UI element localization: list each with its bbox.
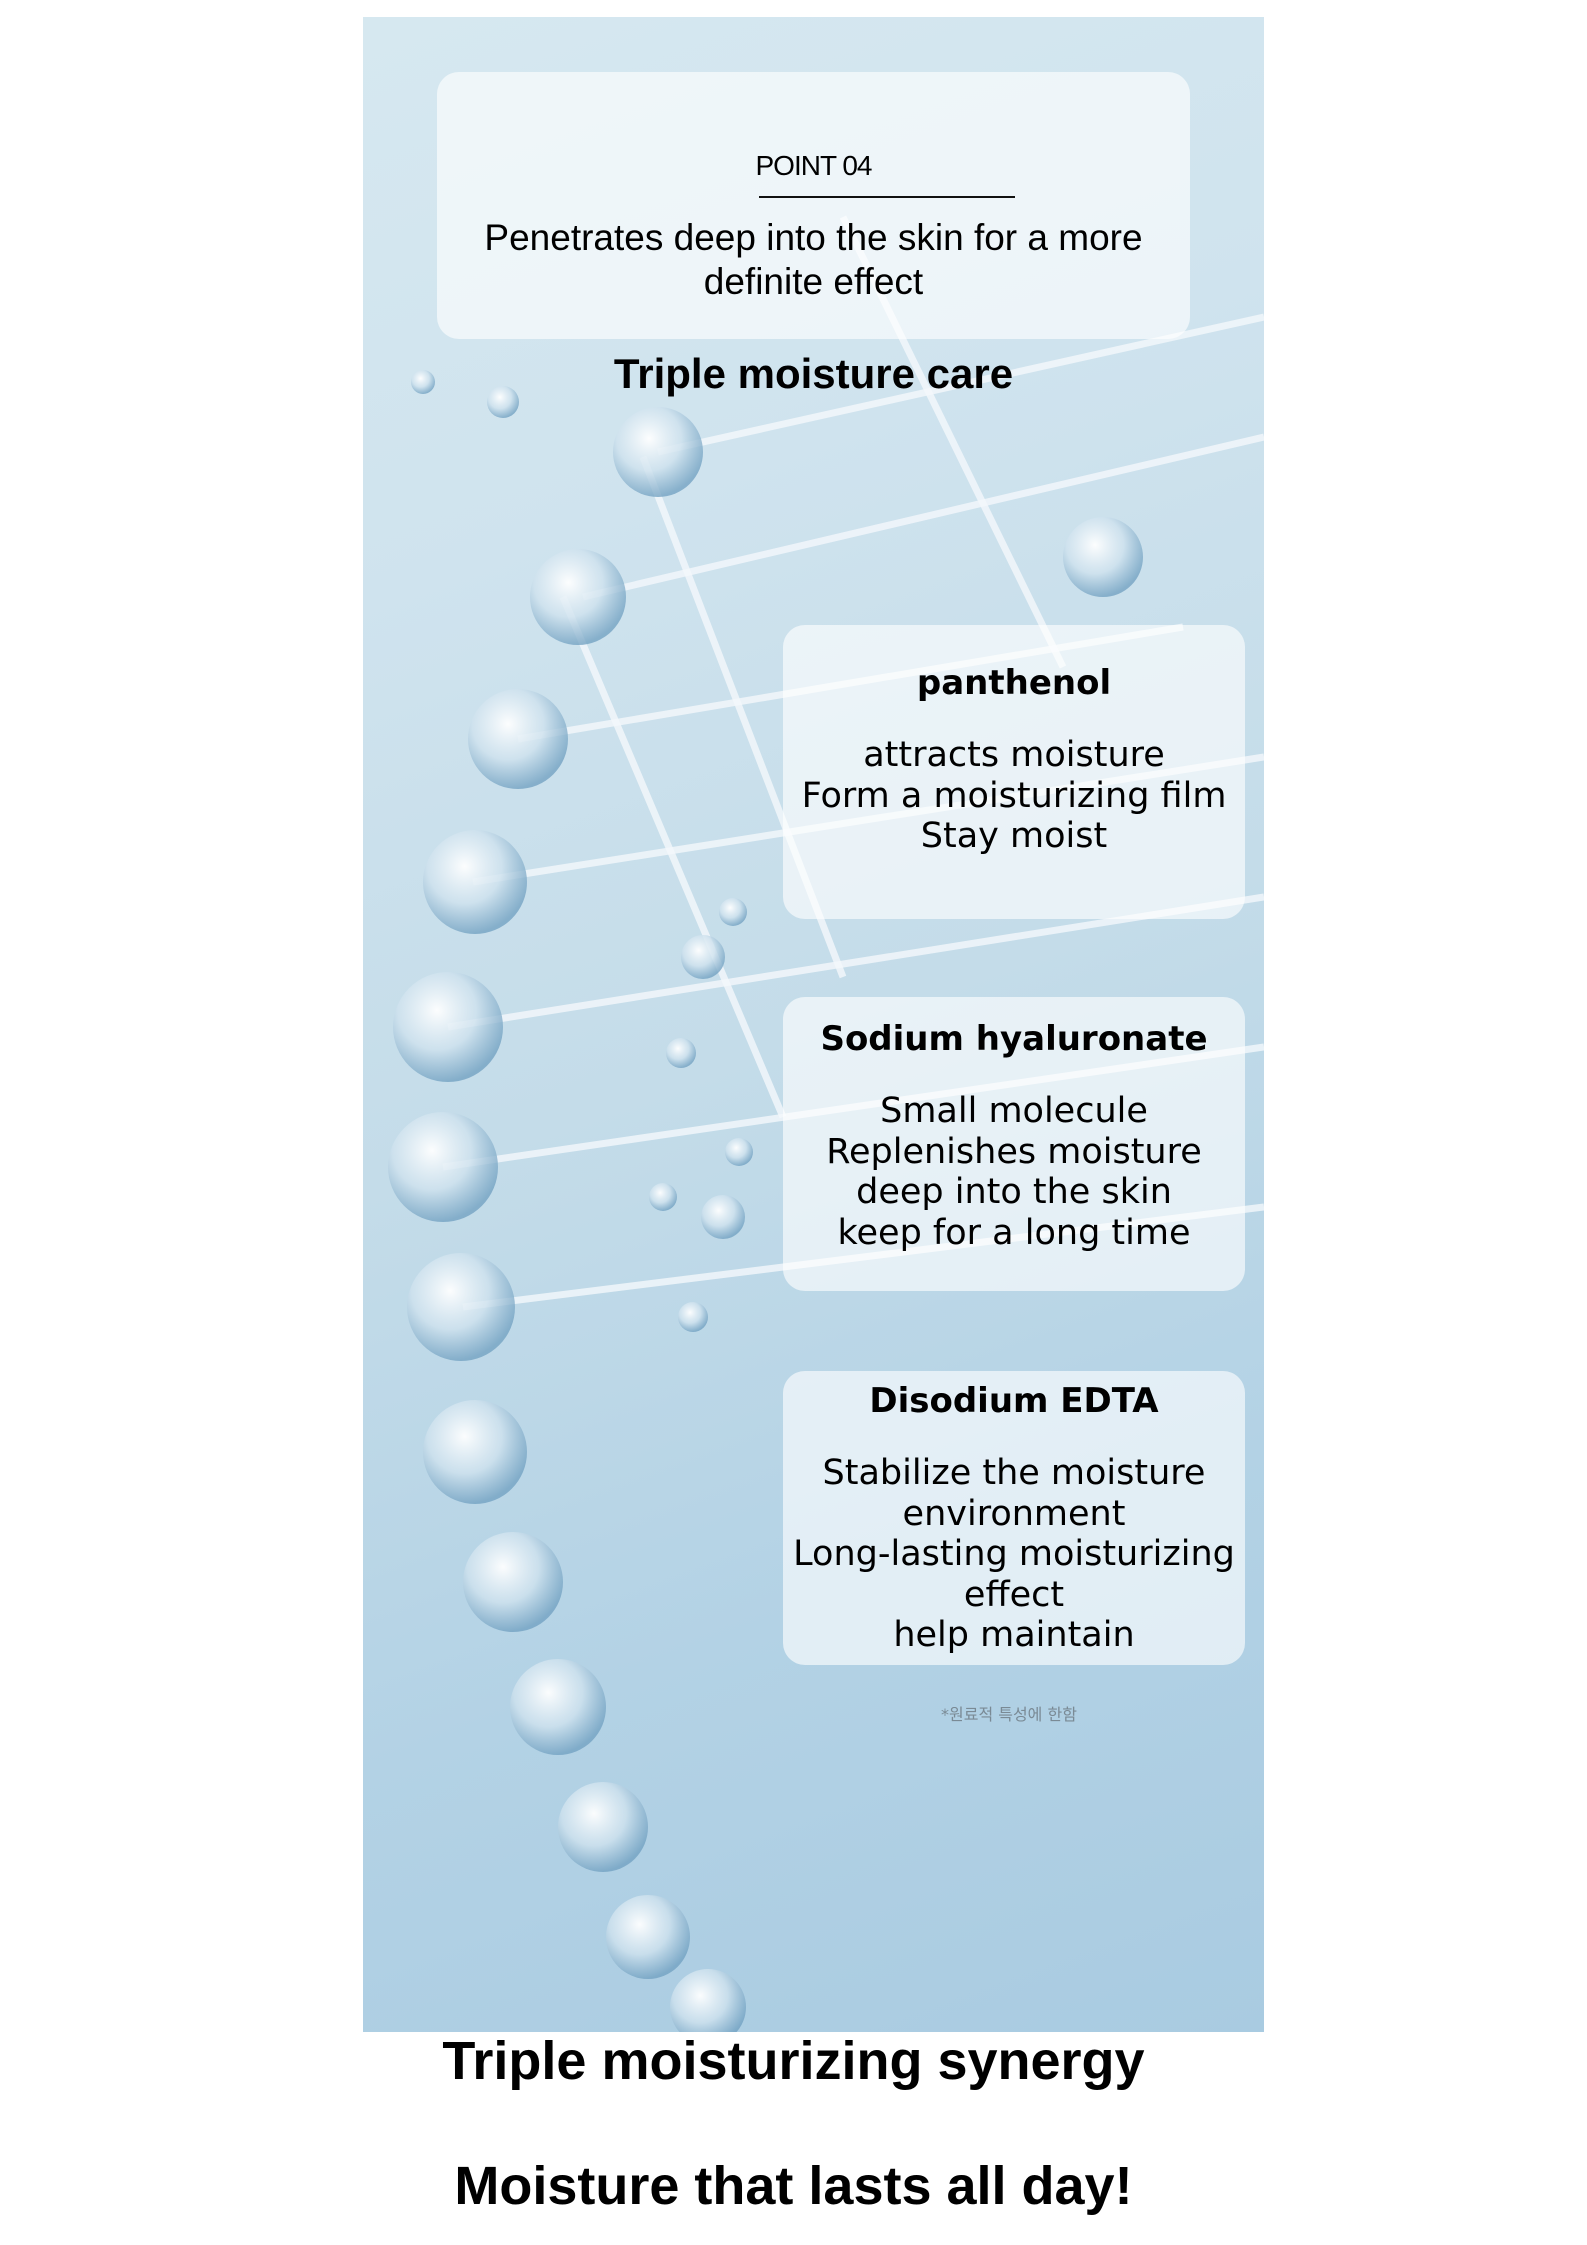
- intro-card: POINT 04 Penetrates deep into the skin f…: [437, 72, 1190, 397]
- ingredient-description: Stabilize the moisture environment Long-…: [783, 1453, 1245, 1656]
- intro-heading: Triple moisture care: [613, 350, 1014, 397]
- description-line: Stabilize the moisture: [822, 1453, 1206, 1493]
- description-line: attracts moisture: [863, 735, 1165, 775]
- point-label: POINT 04: [755, 150, 873, 181]
- ingredient-card-sodium-hyaluronate: Sodium hyaluronate Small molecule Replen…: [783, 997, 1245, 1291]
- ingredient-card-panthenol: panthenol attracts moisture Form a moist…: [783, 625, 1245, 919]
- description-line: effect: [963, 1574, 1065, 1615]
- intro-lead: Penetrates deep into the skin for a more…: [437, 216, 1190, 304]
- molecule-background-image: [388, 215, 1264, 2032]
- hero-panel: POINT 04 Penetrates deep into the skin f…: [363, 17, 1264, 2032]
- description-line: keep for a long time: [837, 1212, 1191, 1253]
- ingredient-name: Disodium EDTA: [869, 1381, 1159, 1421]
- intro-lead-line: Penetrates deep into the skin for a more: [484, 217, 1143, 258]
- description-line: Stay moist: [920, 816, 1108, 856]
- description-line: Replenishes moisture: [826, 1131, 1202, 1172]
- description-line: Long-lasting moisturizing: [793, 1534, 1235, 1574]
- ingredient-description: Small molecule Replenishes moisture deep…: [783, 1091, 1245, 1253]
- description-line: environment: [902, 1493, 1126, 1534]
- ingredient-card-disodium-edta: Disodium EDTA Stabilize the moisture env…: [783, 1371, 1245, 1665]
- ingredient-name: panthenol: [916, 663, 1112, 703]
- description-line: Form a moisturizing film: [801, 775, 1227, 816]
- ingredient-description: attracts moisture Form a moisturizing fi…: [783, 735, 1245, 857]
- description-line: help maintain: [893, 1615, 1135, 1655]
- bottom-headline: Triple moisturizing synergy: [442, 2031, 1145, 2091]
- intro-lead-line: definite effect: [703, 261, 924, 302]
- description-line: Small molecule: [880, 1091, 1148, 1131]
- divider: [759, 196, 1015, 198]
- description-line: deep into the skin: [856, 1172, 1172, 1212]
- footnote: *원료적 특성에 한함: [941, 1705, 1077, 1724]
- ingredient-name: Sodium hyaluronate: [820, 1019, 1208, 1059]
- bottom-tagline: Moisture that lasts all day!: [454, 2156, 1133, 2216]
